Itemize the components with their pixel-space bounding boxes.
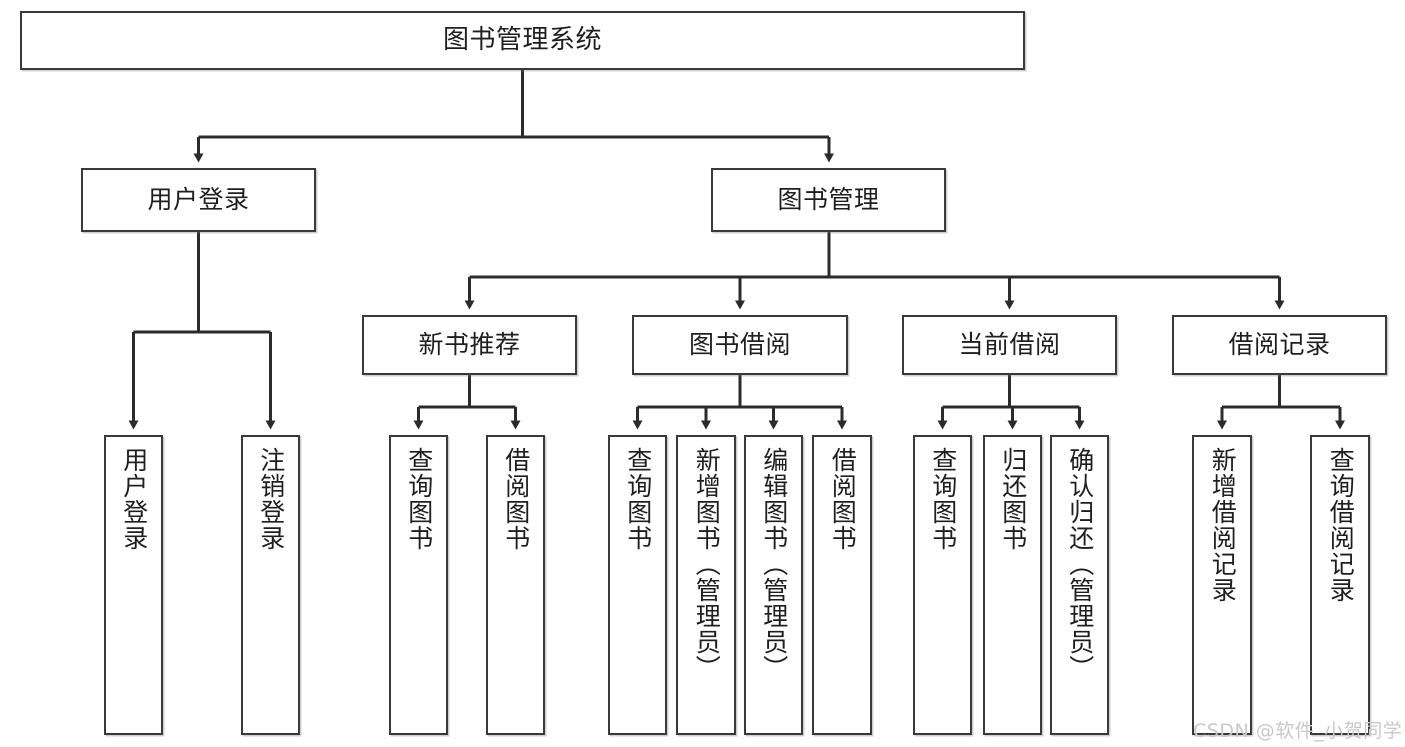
node-leaf-current-return[interactable]: 归还图书 — [983, 435, 1042, 735]
node-label: 查询借阅记录 — [1326, 447, 1356, 603]
node-user-login[interactable]: 用户登录 — [81, 168, 316, 232]
node-leaf-borrow-lend[interactable]: 借阅图书 — [812, 435, 872, 735]
node-label: 当前借阅 — [958, 330, 1061, 360]
node-label: 用户登录 — [119, 447, 149, 551]
node-current-borrow[interactable]: 当前借阅 — [902, 315, 1117, 375]
node-label: 图书管理系统 — [442, 25, 602, 56]
node-root-system[interactable]: 图书管理系统 — [20, 11, 1025, 70]
node-leaf-rec-borrow[interactable]: 借阅图书 — [486, 435, 545, 735]
node-leaf-borrow-edit[interactable]: 编辑图书（管理员） — [744, 435, 803, 735]
node-label: 用户登录 — [147, 185, 250, 215]
node-leaf-current-confirm[interactable]: 确认归还（管理员） — [1050, 435, 1109, 735]
node-borrow-record[interactable]: 借阅记录 — [1172, 315, 1387, 375]
node-leaf-borrow-query[interactable]: 查询图书 — [608, 435, 667, 735]
node-book-manage[interactable]: 图书管理 — [711, 168, 946, 232]
node-leaf-borrow-add[interactable]: 新增图书（管理员） — [676, 435, 736, 735]
node-label: 查询图书 — [928, 447, 958, 551]
node-label: 借阅记录 — [1228, 330, 1331, 360]
node-label: 注销登录 — [256, 447, 286, 551]
node-label: 新增图书（管理员） — [692, 447, 722, 681]
node-label: 编辑图书（管理员） — [759, 447, 789, 681]
node-book-borrow[interactable]: 图书借阅 — [632, 315, 848, 375]
node-leaf-user-login[interactable]: 用户登录 — [104, 435, 163, 735]
node-leaf-rec-query[interactable]: 查询图书 — [389, 435, 448, 735]
node-label: 新书推荐 — [418, 330, 521, 360]
csdn-watermark: CSDN @软件_小贺同学 — [1193, 720, 1403, 742]
node-new-book-rec[interactable]: 新书推荐 — [362, 315, 577, 375]
node-leaf-current-query[interactable]: 查询图书 — [913, 435, 972, 735]
node-label: 图书管理 — [777, 185, 880, 215]
node-label: 查询图书 — [404, 447, 434, 551]
node-label: 归还图书 — [998, 447, 1028, 551]
node-leaf-user-logout[interactable]: 注销登录 — [241, 435, 300, 735]
node-label: 查询图书 — [623, 447, 653, 551]
node-leaf-record-query[interactable]: 查询借阅记录 — [1310, 435, 1370, 735]
node-label: 借阅图书 — [501, 447, 531, 551]
node-label: 确认归还（管理员） — [1065, 447, 1095, 681]
node-leaf-record-add[interactable]: 新增借阅记录 — [1192, 435, 1252, 735]
node-label: 借阅图书 — [828, 447, 858, 551]
node-label: 图书借阅 — [688, 330, 791, 360]
node-label: 新增借阅记录 — [1208, 447, 1238, 603]
